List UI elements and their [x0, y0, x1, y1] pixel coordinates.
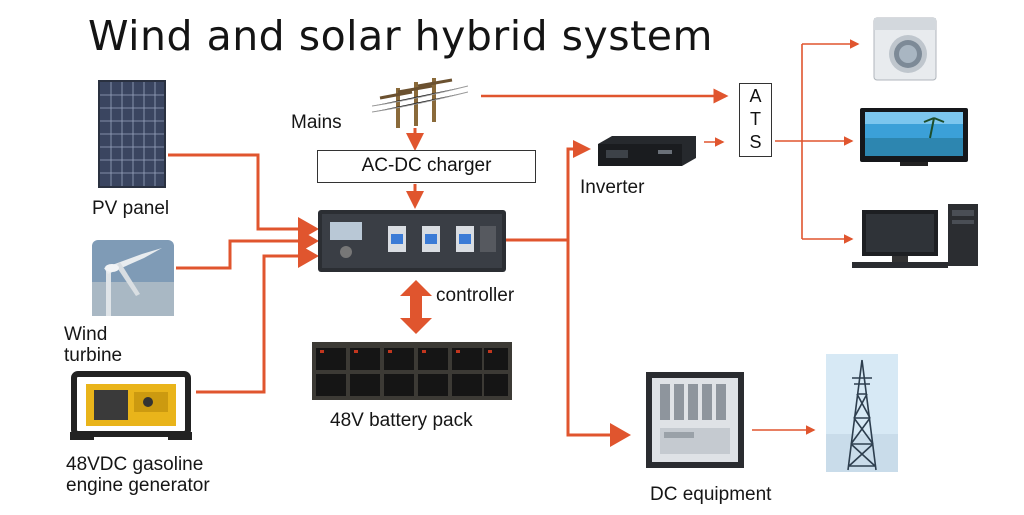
generator-label-line1: 48VDC gasoline — [66, 454, 204, 475]
desktop-computer-icon — [852, 204, 978, 268]
dc-equipment-label: DC equipment — [650, 484, 772, 505]
ac-dc-charger-box: AC-DC charger — [317, 150, 536, 183]
generator-icon — [70, 371, 192, 440]
generator-to-controller-arrow — [196, 244, 319, 394]
ats-letter-s: S — [749, 132, 762, 152]
wind-turbine-label-line1: Wind — [64, 324, 108, 345]
generator-label-line2: engine generator — [66, 475, 210, 496]
ats-letter-t: T — [750, 109, 761, 129]
controller-unit-icon — [318, 210, 506, 272]
pv-to-controller-arrow — [168, 153, 319, 241]
controller-to-inverter-arrow — [506, 140, 591, 242]
battery-pack-icon — [312, 342, 512, 400]
wind-turbine-label-line2: turbine — [64, 345, 123, 366]
telecom-tower-icon — [826, 354, 898, 472]
ats-letter-a: A — [749, 86, 762, 106]
battery-pack-label: 48V battery pack — [330, 410, 473, 431]
wind-to-controller-arrow — [176, 229, 319, 270]
diagram-title: Wind and solar hybrid system — [88, 12, 713, 60]
dc-cabinet-icon — [646, 372, 744, 468]
washing-machine-icon — [873, 17, 937, 81]
ats-to-appliances-bus — [775, 44, 803, 239]
inverter-unit-icon — [598, 136, 696, 166]
ats-box: A T S — [739, 83, 772, 157]
controller-label: controller — [436, 285, 515, 306]
tv-icon — [860, 108, 968, 166]
pv-panel-label: PV panel — [92, 198, 170, 219]
solar-panel-icon — [98, 80, 166, 188]
wind-turbine-icon — [92, 240, 174, 316]
mains-label: Mains — [291, 112, 342, 133]
controller-to-dc-arrow — [566, 240, 631, 447]
ac-dc-charger-label: AC-DC charger — [361, 155, 492, 176]
power-pole-icon — [372, 78, 468, 128]
inverter-label: Inverter — [580, 177, 645, 198]
controller-battery-double-arrow — [400, 280, 432, 334]
